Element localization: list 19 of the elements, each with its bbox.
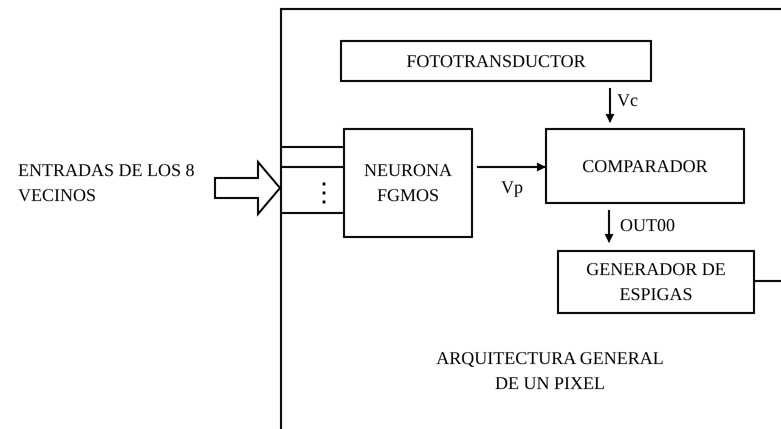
block-label: FOTOTRANSDUCTOR (406, 50, 586, 72)
signal-line (755, 280, 781, 282)
block-label: NEURONA FGMOS (363, 159, 453, 207)
block-box (340, 40, 652, 82)
signal-line (280, 166, 343, 168)
arrow (604, 210, 614, 243)
block-label: COMPARADOR (582, 154, 708, 178)
block-label: GENERADOR DE ESPIGAS (585, 258, 727, 306)
block-box (343, 128, 473, 238)
arrow (477, 162, 546, 172)
signal-line (280, 212, 343, 214)
block-box (557, 250, 755, 314)
signal-line (280, 146, 343, 148)
frame-caption: ARQUITECTURA GENERAL DE UN PIXEL (435, 347, 665, 395)
block-box (545, 128, 745, 204)
arrow (606, 88, 614, 123)
block-label: ENTRADAS DE LOS 8 VECINOS (18, 158, 196, 206)
pixel-frame (280, 8, 781, 429)
block-arrow (214, 159, 282, 217)
